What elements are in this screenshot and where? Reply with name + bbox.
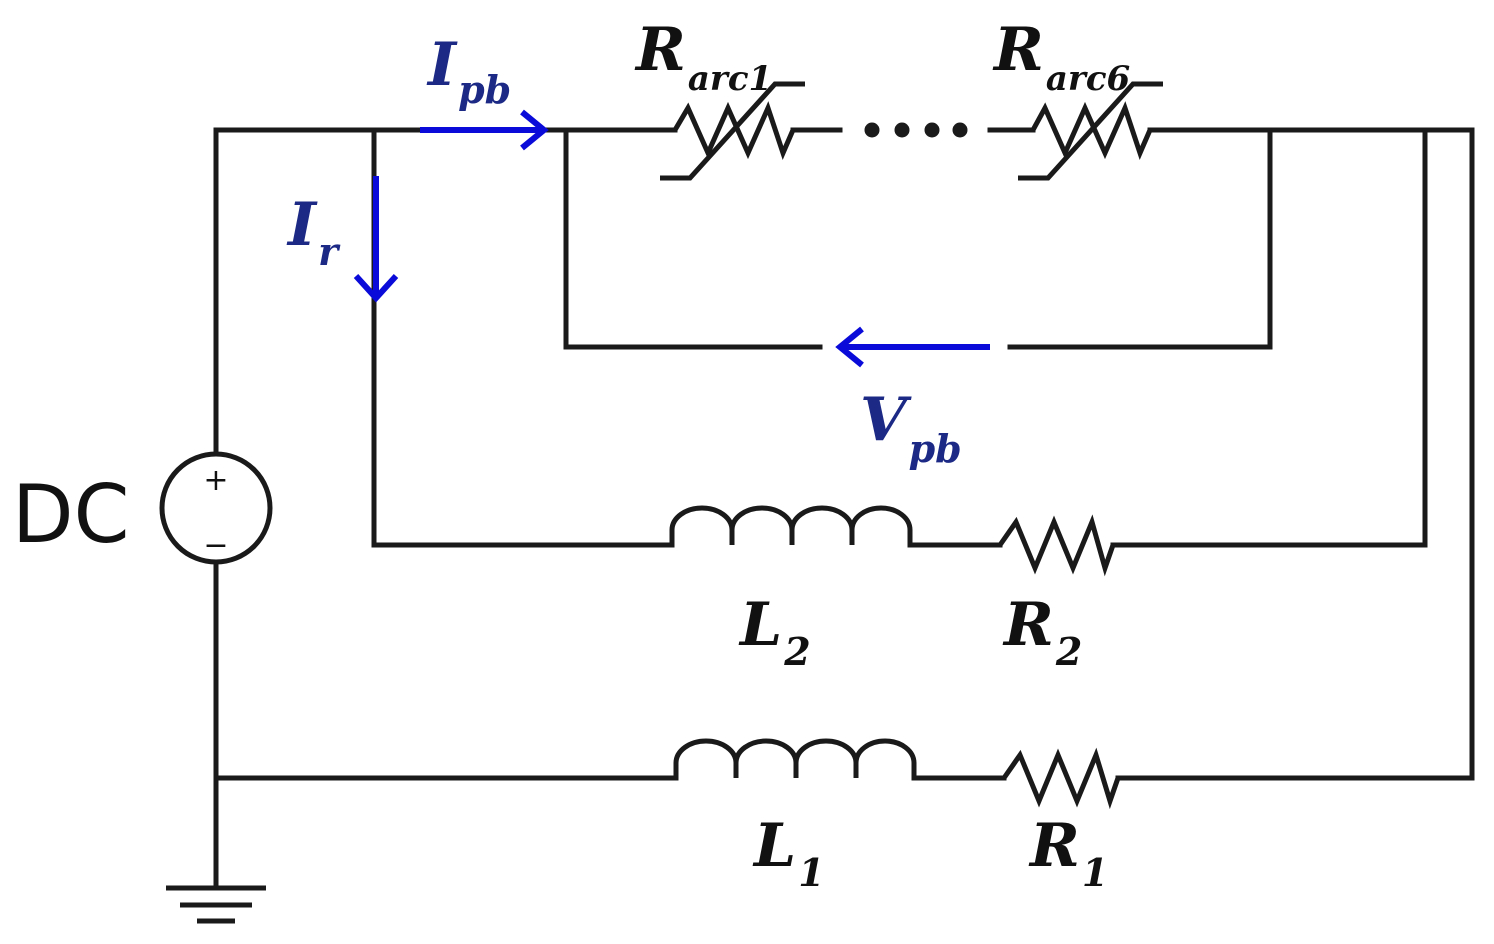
label-r1: R1 [1028, 811, 1108, 895]
v-pb-left-wire [563, 127, 823, 350]
source-plus-sign: + [203, 463, 228, 498]
current-arrow-i-r [353, 176, 399, 303]
label-l1: L1 [752, 811, 825, 895]
wires [213, 127, 1475, 891]
left-vertical-wire-top [213, 127, 678, 456]
label-r2: R2 [1002, 590, 1082, 674]
current-arrow-i-pb [420, 109, 549, 151]
series-ellipsis [864, 122, 968, 138]
i-r-branch-wire [371, 127, 675, 548]
inductor-l2 [669, 505, 913, 545]
dc-source-label: DC [12, 468, 129, 561]
inductor-l1 [673, 738, 917, 778]
label-r-arc6: Rarc6 [992, 15, 1130, 99]
variable-resistor-r-arc1 [660, 81, 805, 181]
top-wire-right [1147, 127, 1475, 781]
label-r-arc1: Rarc1 [634, 15, 772, 99]
resistor-r2 [997, 514, 1116, 577]
r2-right-wire [1110, 127, 1428, 548]
ground-symbol [166, 885, 266, 924]
label-i-pb: Ipb [426, 30, 511, 112]
label-l2: L2 [738, 590, 811, 674]
v-pb-right-wire [1007, 127, 1273, 350]
variable-resistor-r-arc6 [1018, 81, 1163, 181]
source-minus-sign: − [203, 528, 228, 563]
voltage-arrow-v-pb [835, 326, 990, 368]
label-i-r: Ir [286, 190, 341, 274]
dc-voltage-source: + − [159, 451, 273, 565]
label-v-pb: Vpb [860, 385, 962, 471]
resistor-r1 [1001, 747, 1121, 810]
